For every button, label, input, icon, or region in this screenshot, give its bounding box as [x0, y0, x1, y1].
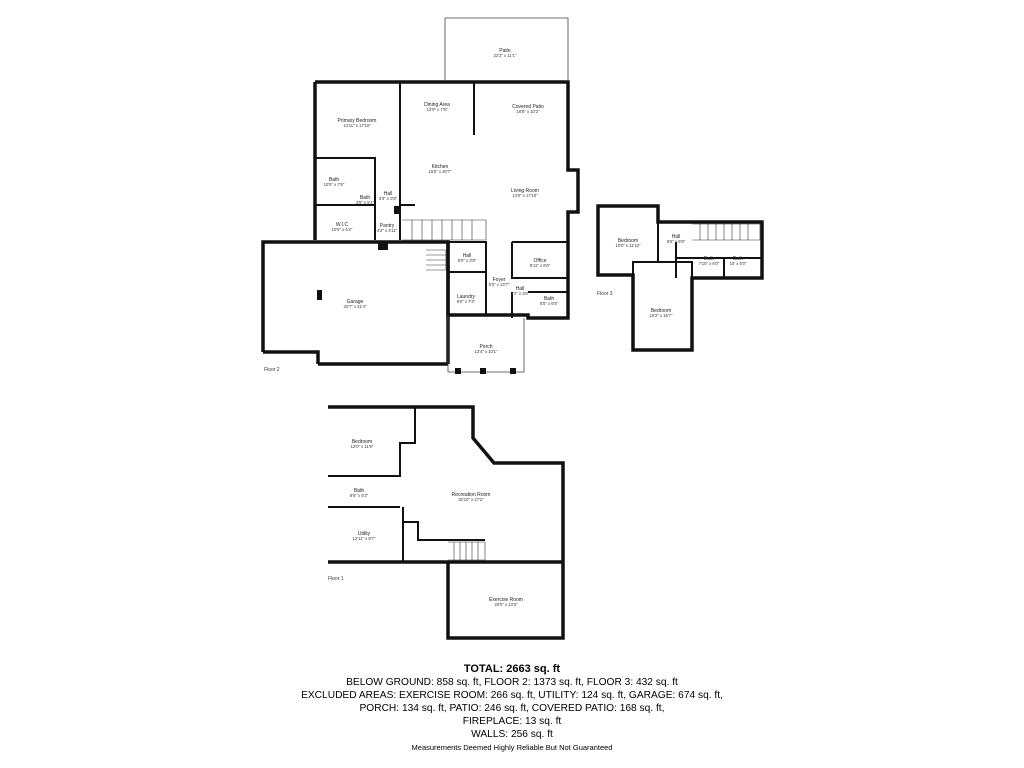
- room-bath-c-name: Bath: [544, 296, 555, 302]
- floor-3-label: Floor 3: [597, 291, 613, 297]
- room-bath-f1-dim: 8'6" x 5'3": [350, 493, 369, 498]
- room-living-dim: 14'0" x 17'10": [512, 193, 538, 198]
- room-bedroom-f3a-dim: 10'0" x 11'10": [616, 243, 641, 248]
- floor-1-label: Floor 1: [328, 576, 344, 582]
- room-hall-a-name: Hall: [384, 191, 393, 197]
- room-dining-dim: 12'9" x 7'6": [427, 107, 448, 112]
- room-foyer-dim: 5'0" x 13'7": [489, 282, 510, 287]
- room-hall-f3-name: Hall: [672, 234, 681, 240]
- floor-2-label: Floor 2: [264, 367, 280, 373]
- room-living-name: Living Room: [511, 188, 539, 194]
- area-breakdown-line-5: WALLS: 256 sq. ft: [471, 729, 553, 740]
- room-porch-name: Porch: [479, 344, 492, 350]
- floor-3-plan: Bedroom 10'0" x 11'10" Hall 6'6" x 6'9" …: [596, 204, 764, 352]
- room-bedroom-f3a-name: Bedroom: [618, 238, 638, 244]
- room-bath-f3a-dim: 7'10" x 6'0": [699, 261, 720, 266]
- room-bath-small-dim: 4'5" x 5'1": [356, 200, 375, 205]
- room-bedroom-f1-dim: 12'0" x 11'9": [351, 444, 374, 449]
- room-patio-dim: 22'2" x 11'1": [494, 53, 517, 58]
- room-bath-f3b-dim: 10' x 6'0": [730, 261, 747, 266]
- floor-1-outer-wall: [328, 405, 565, 640]
- room-bath-f3a-name: Bath: [704, 256, 715, 262]
- room-hall-c-name: Hall: [516, 286, 525, 292]
- room-foyer-name: Foyer: [493, 277, 506, 283]
- room-bath-f3b-name: Bath: [733, 256, 744, 262]
- room-bath-f1-name: Bath: [354, 488, 365, 494]
- room-utility-dim: 12'11" x 9'7": [353, 536, 376, 541]
- floor-3-outer-wall: [596, 204, 764, 352]
- room-bedroom-f3b-name: Bedroom: [651, 308, 671, 314]
- area-breakdown-line-1: BELOW GROUND: 858 sq. ft, FLOOR 2: 1373 …: [346, 677, 678, 688]
- room-wic-name: W.I.C: [336, 222, 349, 228]
- room-bath-primary-dim: 10'5" x 7'6": [324, 182, 345, 187]
- room-hall-f3-dim: 6'6" x 6'9": [667, 239, 686, 244]
- floor-2-outer-wall: [315, 80, 580, 320]
- room-bedroom-f3b-dim: 10'2" x 15'7": [650, 313, 673, 318]
- room-kitchen-dim: 15'5" x 20'7": [429, 169, 452, 174]
- room-pantry-name: Pantry: [380, 223, 395, 229]
- patio-outline: [444, 17, 569, 80]
- room-hall-b-dim: 6'0" x 3'8": [458, 258, 477, 263]
- room-laundry-name: Laundry: [457, 294, 476, 300]
- room-garage-dim: 32'7" x 21'4": [344, 304, 367, 309]
- room-patio-name: Patio: [499, 48, 511, 54]
- room-primary-bedroom-dim: 14'11" x 17'10": [343, 123, 371, 128]
- area-breakdown-line-3: PORCH: 134 sq. ft, PATIO: 246 sq. ft, CO…: [359, 703, 665, 714]
- room-dining-name: Dining Area: [424, 102, 450, 108]
- room-porch-dim: 13'4" x 10'1": [475, 349, 498, 354]
- room-exercise-name: Exercise Room: [489, 597, 523, 603]
- area-breakdown-line-4: FIREPLACE: 13 sq. ft: [462, 716, 562, 727]
- room-exercise-dim: 20'0" x 13'3": [495, 602, 518, 607]
- room-kitchen-name: Kitchen: [432, 164, 449, 170]
- area-breakdown-line-2: EXCLUDED AREAS: EXERCISE ROOM: 266 sq. f…: [301, 690, 723, 701]
- room-recreation-dim: 32'10" x 27'2": [458, 497, 484, 502]
- room-hall-b-name: Hall: [463, 253, 472, 259]
- room-covered-patio-dim: 16'8" x 10'2": [517, 109, 540, 114]
- room-bath-primary-name: Bath: [329, 177, 340, 183]
- room-wic-dim: 10'5" x 6'4": [332, 227, 353, 232]
- disclaimer-text: Measurements Deemed Highly Reliable But …: [411, 743, 613, 752]
- room-bath-c-dim: 5'5" x 6'5": [540, 301, 559, 306]
- room-primary-bedroom-name: Primary Bedroom: [338, 118, 377, 124]
- room-recreation-name: Recreation Room: [452, 492, 491, 498]
- room-office-dim: 8'11" x 6'6": [530, 263, 551, 268]
- garage-wall: [261, 240, 450, 366]
- total-area: TOTAL: 2663 sq. ft: [463, 663, 561, 675]
- floor-1-plan: Bedroom 12'0" x 11'9" Bath 8'6" x 5'3" R…: [328, 405, 565, 640]
- room-hall-a-dim: 4'3" x 3'9": [379, 196, 398, 201]
- floor-2-plan: Patio 22'2" x 11'1" Primary Bedroom 14'1…: [261, 17, 580, 374]
- room-office-name: Office: [534, 258, 547, 264]
- room-bath-small-name: Bath: [360, 195, 371, 201]
- room-bedroom-f1-name: Bedroom: [352, 439, 372, 445]
- room-pantry-dim: 4'2" x 3'11": [377, 228, 398, 233]
- room-utility-name: Utility: [358, 531, 371, 537]
- room-garage-name: Garage: [347, 299, 364, 305]
- room-hall-c-dim: 2'2" x 3'6": [511, 291, 530, 296]
- room-covered-patio-name: Covered Patio: [512, 104, 544, 110]
- room-laundry-dim: 6'0" x 7'3": [457, 299, 476, 304]
